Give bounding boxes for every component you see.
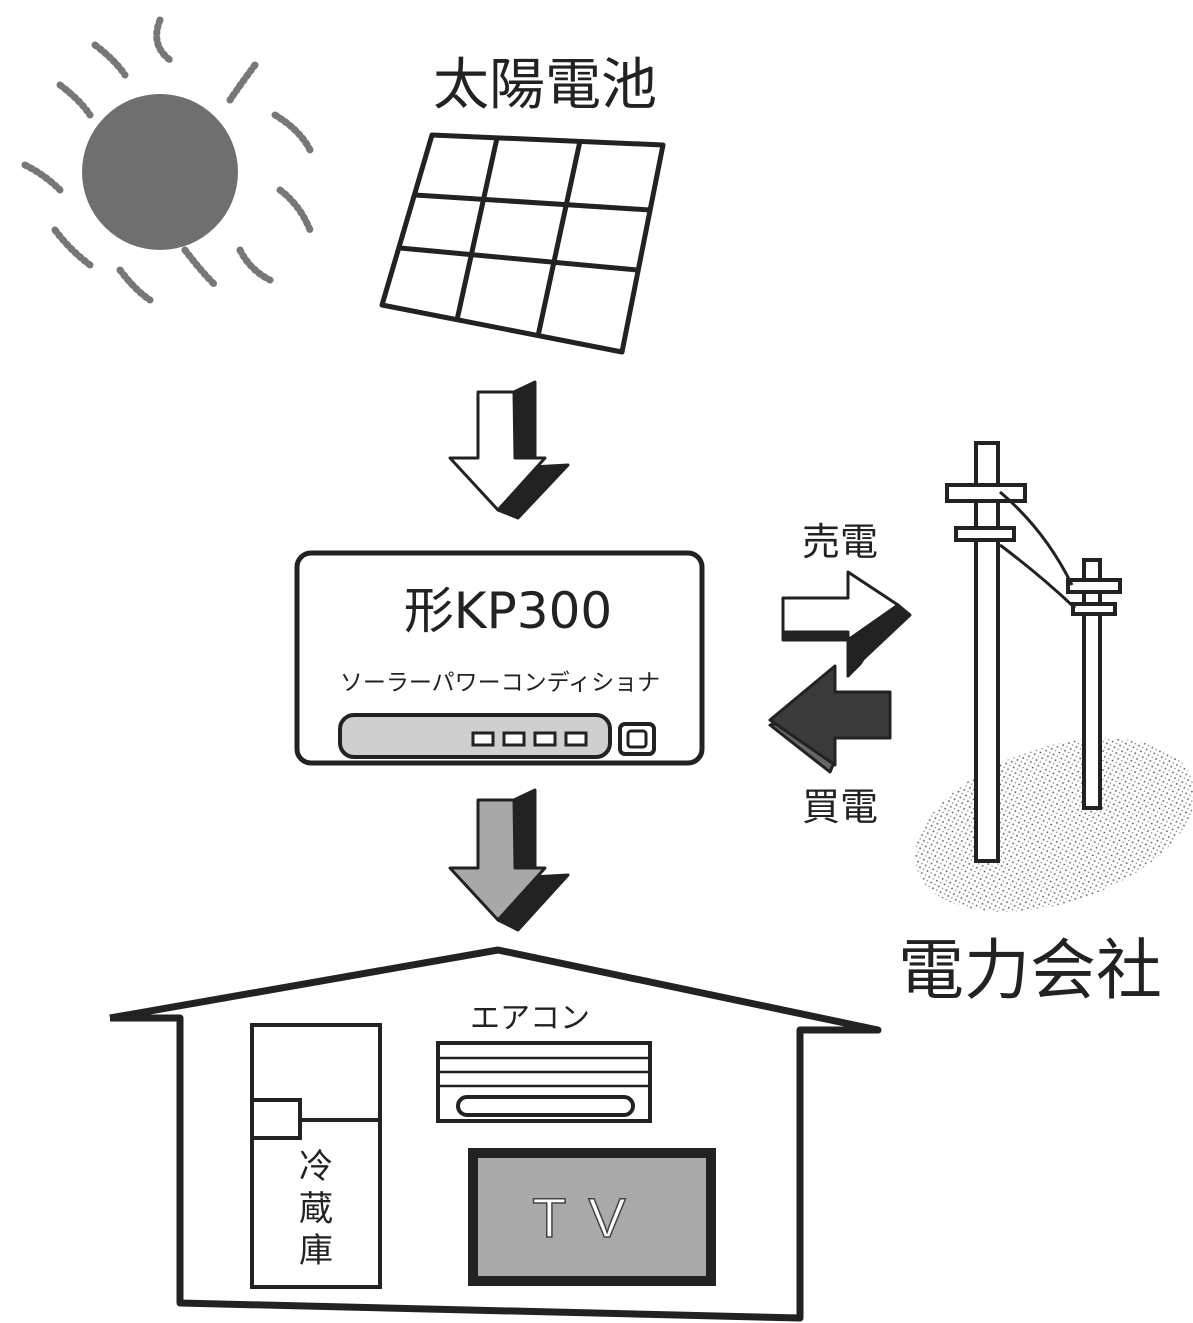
refrigerator-label-char-1: 冷 [299,1147,333,1187]
power-line-1 [999,490,1074,586]
refrigerator-label: 冷 蔵 庫 [299,1147,333,1271]
ground-shadow [915,738,1193,912]
refrigerator-label-char-2: 蔵 [299,1189,333,1229]
arrow-down-device-to-house [448,788,570,932]
indicator-led-1 [471,731,495,747]
solar-panel-label: 太陽電池 [433,53,657,118]
arrow-sell-right [781,570,912,678]
device-name-label: ソーラーパワーコンディショナ [340,670,660,696]
indicator-led-2 [502,731,526,747]
aircon-vent [456,1095,635,1117]
freezer-handle [250,1098,302,1140]
arrow-down-panel-to-device [448,380,570,520]
aircon-label: エアコン [470,1001,590,1036]
pole-large [974,441,1000,863]
sun-rays [21,16,314,304]
pole-small [1082,558,1102,810]
refrigerator-icon [250,1023,382,1289]
solar-panel-icon [379,132,666,355]
sun-disc [82,94,238,250]
sell-label: 売電 [802,520,878,564]
indicator-led-4 [564,731,588,747]
utility-label: 電力会社 [898,932,1162,1009]
model-label: 形KP300 [404,582,612,640]
buy-label: 買電 [802,785,878,829]
tv-label: TV [532,1186,648,1249]
utility-poles-icon [915,441,1193,912]
aircon-icon [436,1041,652,1123]
sun-icon [21,16,314,304]
indicator-led-3 [533,731,557,747]
tv-icon: TV [468,1148,716,1286]
power-line-2 [999,543,1077,610]
arrow-buy-left [768,664,892,774]
tv-screen [478,1158,706,1276]
power-conditioner-device: 形KP300 ソーラーパワーコンディショナ [294,550,705,766]
refrigerator-label-char-3: 庫 [299,1231,333,1271]
